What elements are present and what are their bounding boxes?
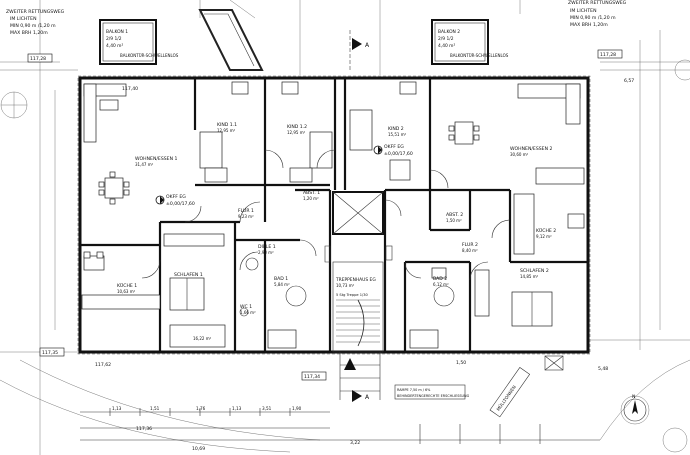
room-kueche2-name: KÜCHE 2: [536, 227, 556, 234]
note-left-line-1: ZWEITER RETTUNGSWEG: [6, 9, 65, 15]
dim-d1: 117,28: [30, 56, 46, 62]
level-2-label: OKFF EG: [384, 144, 404, 150]
room-abst1-area: 1,20 m²: [303, 196, 319, 201]
level-1-value: ±0,00/17,60: [166, 201, 195, 207]
room-flur1-area: 9,23 m²: [238, 214, 254, 219]
balcony-2-sill: BALKONTÜR-SCHWELLENLOS: [450, 53, 509, 58]
room-schlafen1-area: 16,22 m²: [193, 336, 212, 341]
dimension-chain: 1,13 1,76 1,13 3,51 1,51 1,90: [80, 406, 600, 444]
room-bad1-area: 5,84 m²: [274, 282, 290, 287]
room-kind2-name: KIND 2: [388, 126, 404, 132]
room-treppenhaus-name: TREPPENHAUS EG: [335, 277, 376, 283]
balcony-2: BALKON 2 2/9 1/2 4,40 m² BALKONTÜR-SCHWE…: [431, 19, 509, 65]
ramp-note-2: BEHINDERTENGERECHTE ERSCHLIESSUNG: [397, 394, 470, 398]
dim-d12: 117,36: [136, 426, 152, 432]
balcony-2-sub: 2/9 1/2: [438, 36, 454, 42]
note-left-line-2: IM LICHTEN: [10, 16, 37, 22]
room-flur2-name: FLUR 2: [462, 242, 478, 248]
compass: N: [623, 394, 647, 422]
balcony-1: BALKON 1 2/9 1/2 4,40 m² BALKONTÜR-SCHWE…: [99, 9, 264, 71]
note-right: ZWEITER RETTUNGSWEG IM LICHTEN MIN 0,90 …: [568, 0, 627, 28]
section-mark-bottom: A: [365, 394, 370, 401]
room-flur2-area: 8,40 m²: [462, 248, 478, 253]
room-wc1-area: 1,66 m²: [240, 310, 256, 315]
elevation-tags: 117,28 117,28 117,40 6,57 117,35 117,62 …: [27, 49, 634, 452]
balcony-2-title: BALKON 2: [438, 29, 460, 35]
dim-d15: 1,13: [232, 406, 242, 411]
room-labels: WOHNEN/ESSEN 1 31,47 m² KIND 1.1 12,95 m…: [117, 122, 556, 341]
balcony-1-area: 4,40 m²: [106, 43, 123, 49]
dim-d2: 117,28: [600, 52, 616, 58]
furniture: [81, 81, 585, 349]
doors: [141, 149, 511, 281]
room-abst2-area: 1,50 m²: [446, 218, 462, 223]
room-kind2-area: 15,51 m²: [388, 132, 407, 137]
room-schlafen1-name: SCHLAFEN 1: [174, 272, 203, 278]
room-wohnen1-area: 31,47 m²: [135, 162, 154, 167]
room-treppenhaus-area: 10,73 m²: [336, 283, 355, 288]
room-kueche1-name: KÜCHE 1: [117, 282, 137, 289]
balcony-1-sub: 2/9 1/2: [106, 36, 122, 42]
room-wohnen1-name: WOHNEN/ESSEN 1: [135, 156, 177, 162]
room-wohnen2-name: WOHNEN/ESSEN 2: [510, 146, 552, 152]
balcony-2-area: 4,40 m²: [438, 43, 455, 49]
note-left-line-4: MAX BRH 1,20m: [10, 30, 48, 36]
room-kind11-name: KIND 1.1: [217, 122, 237, 128]
room-abst1-name: ABST. 1: [303, 190, 320, 196]
room-diele1-name: DIELE 1: [258, 244, 276, 250]
balcony-1-sill: BALKONTÜR-SCHWELLENLOS: [120, 53, 179, 58]
compass-north: N: [632, 394, 635, 400]
section-mark-top: A: [365, 42, 370, 49]
dim-d11: 10,69: [192, 446, 205, 452]
dim-d9: 5,48: [598, 366, 608, 372]
note-right-line-2: IM LICHTEN: [570, 8, 597, 14]
note-left-line-3: MIN 0,90 m /1,20 m: [10, 23, 56, 29]
room-bad2-name: BAD 2: [433, 276, 447, 282]
room-kind12-area: 12,95 m²: [287, 130, 306, 135]
room-wohnen2-area: 30,60 m²: [510, 152, 529, 157]
room-bad1-name: BAD 1: [274, 276, 288, 282]
dim-d14: 1,76: [196, 406, 206, 411]
room-abst2-name: ABST. 2: [446, 212, 463, 218]
dim-d7: 117,34: [304, 374, 320, 380]
dim-d16: 3,51: [262, 406, 272, 411]
note-right-line-3: MIN 0,90 m /1,20 m: [570, 15, 616, 21]
room-kueche1-area: 10,63 m²: [117, 289, 136, 294]
room-diele1-area: 2,90 m²: [258, 250, 274, 255]
dim-d3: 117,40: [122, 86, 138, 92]
dim-d4: 6,57: [624, 78, 634, 84]
room-bad2-area: 6,12 m²: [433, 282, 449, 287]
level-2-value: ±0,00/17,60: [384, 151, 413, 157]
dim-d10: 3,22: [350, 440, 360, 446]
note-right-line-4: MAX BRH 1,20m: [570, 22, 608, 28]
room-schlafen2-area: 14,85 m²: [520, 274, 539, 279]
room-kind11-area: 12,95 m²: [217, 128, 236, 133]
room-kueche2-area: 9,12 m²: [536, 234, 552, 239]
note-left: ZWEITER RETTUNGSWEG IM LICHTEN MIN 0,90 …: [6, 9, 65, 36]
dim-d13: 1,13: [112, 406, 122, 411]
note-right-line-1: ZWEITER RETTUNGSWEG: [568, 0, 627, 6]
dim-d5: 117,35: [42, 350, 58, 356]
ramp-note: RAMPE 7,50 m / 6%: [397, 388, 431, 392]
stair-core: [324, 191, 393, 400]
section-marks: A A: [349, 30, 370, 402]
balcony-1-title: BALKON 1: [106, 29, 128, 35]
dim-d8: 1,50: [456, 360, 466, 366]
dim-d18: 1,90: [292, 406, 302, 411]
room-wc1-name: WC 1: [240, 304, 252, 310]
interior-walls: [80, 78, 588, 352]
room-kind12-name: KIND 1.2: [287, 124, 307, 130]
dim-d6: 117,62: [95, 362, 111, 368]
room-schlafen2-name: SCHLAFEN 2: [520, 268, 549, 274]
ramp: RAMPE 7,50 m / 6% BEHINDERTENGERECHTE ER…: [394, 355, 564, 418]
stair-label: 5 Stg Treppe 1/30: [336, 293, 369, 297]
level-markers: OKFF EG ±0,00/17,60 OKFF EG ±0,00/17,60: [155, 144, 413, 207]
room-flur1-name: FLUR 1: [238, 208, 254, 214]
dim-d17: 1,51: [150, 406, 160, 411]
level-1-label: OKFF EG: [166, 194, 186, 200]
